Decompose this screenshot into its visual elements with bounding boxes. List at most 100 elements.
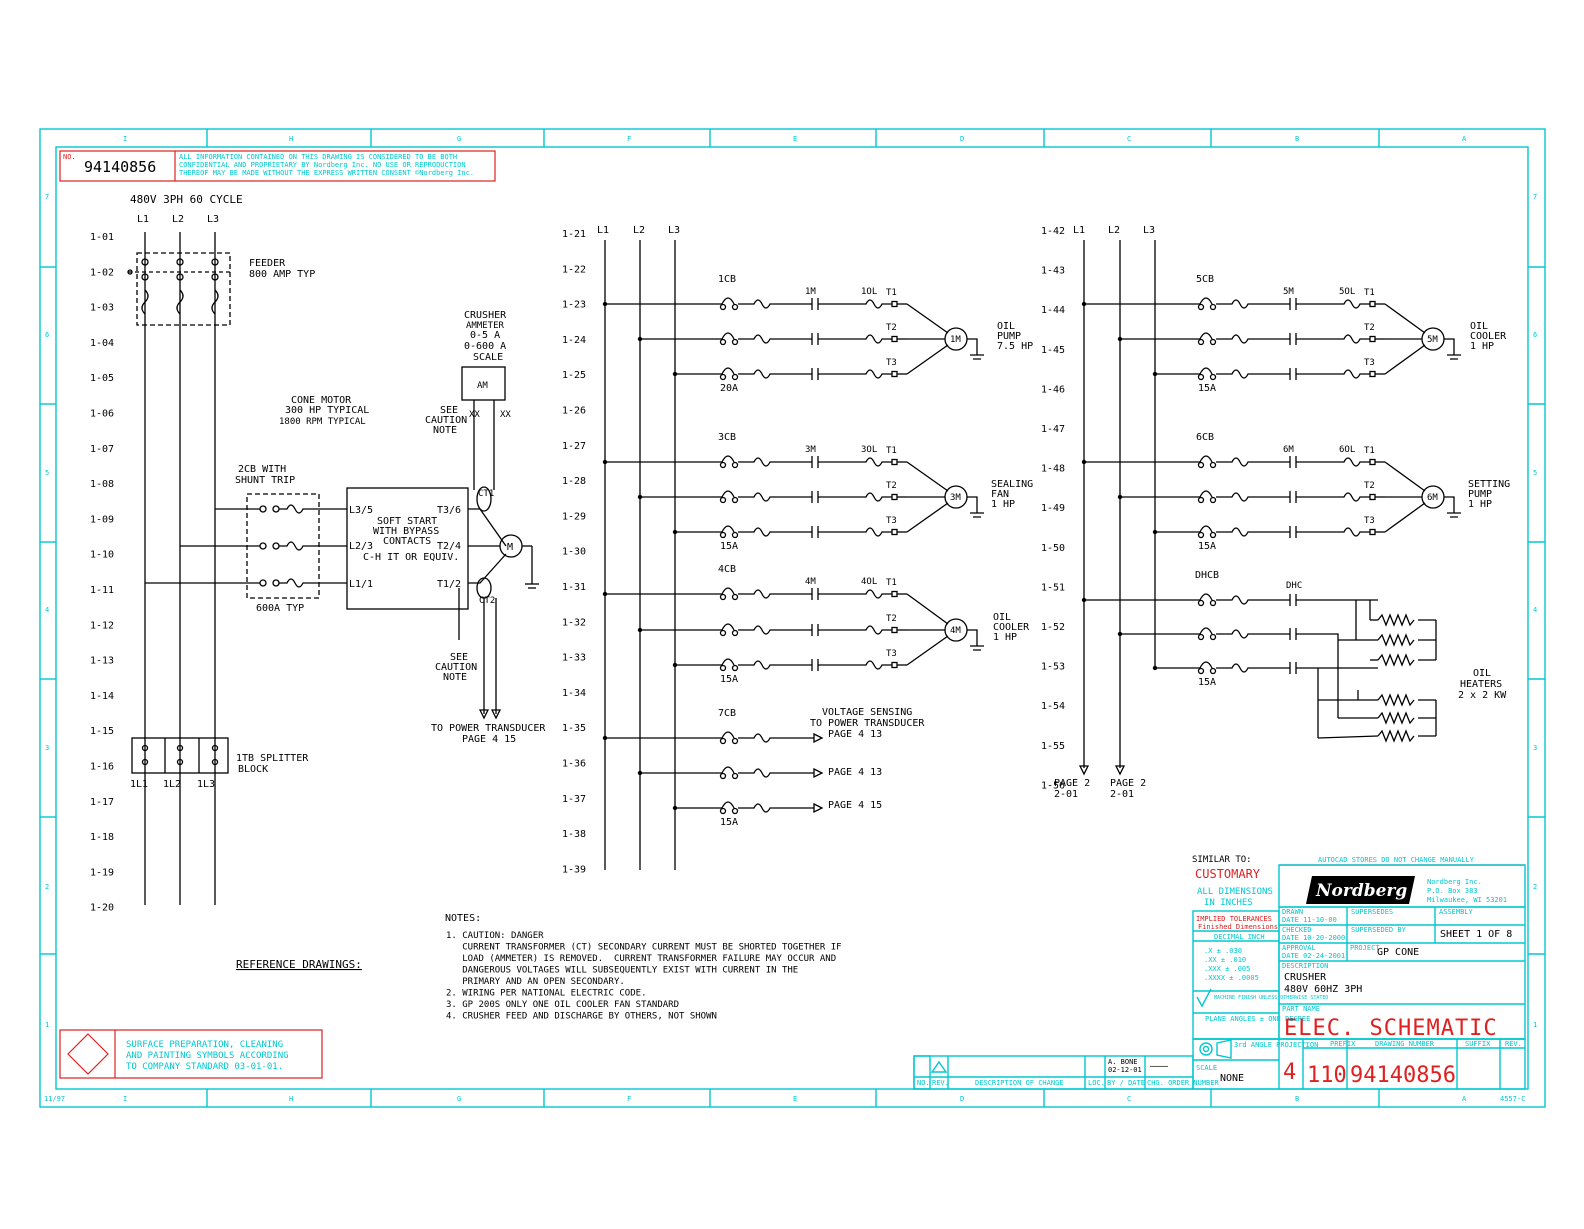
- ladder-1-43: 1-43: [1041, 266, 1065, 277]
- rev-h-rev: REV.: [932, 1079, 949, 1087]
- cb-label-7cb: 7CB: [718, 708, 736, 719]
- motor-lead: [906, 461, 949, 492]
- border-col-top-F: F: [627, 135, 631, 143]
- all-dimensions: ALL DIMENSIONS: [1197, 887, 1273, 897]
- voltage-sensing-2: TO POWER TRANSDUCER: [810, 718, 925, 729]
- notes-title: NOTES:: [445, 913, 481, 924]
- ss-term-l1: L1/1: [349, 579, 373, 590]
- ammeter-5: SCALE: [473, 352, 503, 363]
- breaker-contact: [1209, 303, 1217, 311]
- breaker-arc: [1199, 593, 1213, 601]
- note-line-2: LOAD (AMMETER) IS REMOVED. CURRENT TRANS…: [446, 954, 836, 964]
- fuse: [738, 492, 812, 502]
- overload: [1296, 299, 1370, 309]
- tb-splitter-2: BLOCK: [238, 764, 268, 775]
- terminal: [891, 590, 898, 598]
- breaker-contact: [1197, 461, 1205, 469]
- ladder-1-02: 1-02: [90, 267, 114, 278]
- drawing-number: 94140856: [1350, 1063, 1456, 1088]
- approval-date: DATE 02-24-2001: [1282, 952, 1345, 960]
- ladder-1-49: 1-49: [1041, 503, 1065, 514]
- terminal-label-T2: T2: [1364, 481, 1375, 491]
- ss-term-t1: T1/2: [437, 579, 461, 590]
- part-name-label: PART NAME: [1282, 1005, 1320, 1013]
- breaker-arc: [1199, 332, 1213, 340]
- note-line-1: CURRENT TRANSFORMER (CT) SECONDARY CURRE…: [446, 943, 842, 953]
- fuse: [738, 660, 812, 670]
- terminal-label-T1: T1: [886, 288, 897, 298]
- ladder-1-23: 1-23: [562, 300, 586, 311]
- mid-phase-l3: L3: [668, 225, 680, 236]
- ladder-1-08: 1-08: [90, 479, 114, 490]
- breaker-arc: [721, 490, 735, 498]
- ladder-1-31: 1-31: [562, 582, 586, 593]
- terminal-label-T2: T2: [886, 614, 897, 624]
- ladder-1-10: 1-10: [90, 550, 114, 561]
- drawn-date: DATE 11-10-00: [1282, 916, 1337, 924]
- breaker-contact: [1209, 599, 1217, 607]
- terminal-label-T2: T2: [1364, 323, 1375, 333]
- terminal: [891, 661, 898, 669]
- ladder-1-24: 1-24: [562, 335, 586, 346]
- fuse: [738, 733, 814, 743]
- ladder-1-16: 1-16: [90, 762, 114, 773]
- checked-date: DATE 10-20-2000: [1282, 934, 1345, 942]
- rev-dash: ———: [1150, 1061, 1169, 1072]
- breaker-contact: [731, 737, 739, 745]
- rev-h-no: NO.: [917, 1079, 930, 1087]
- proprietary-line-1: ALL INFORMATION CONTAINED ON THIS DRAWIN…: [179, 153, 457, 161]
- cb-rating-5CB: 15A: [1198, 383, 1216, 394]
- voltage-sensing-3: PAGE 4 13: [828, 729, 882, 740]
- motor-lead: [1384, 344, 1426, 375]
- ground: [967, 338, 984, 360]
- ladder-1-47: 1-47: [1041, 424, 1065, 435]
- ladder-1-56: 1-56: [1041, 780, 1065, 791]
- ladder-1-21: 1-21: [562, 229, 586, 240]
- contact-label-dhc: DHC: [1286, 581, 1302, 591]
- page-4-15: PAGE 4 15: [828, 800, 882, 811]
- breaker-arc: [1199, 661, 1213, 669]
- ladder-1-36: 1-36: [562, 759, 586, 770]
- motor-caption-setting-2: 1 HP: [1468, 499, 1492, 510]
- fuse: [1216, 492, 1290, 502]
- size: 4: [1283, 1060, 1296, 1085]
- col-prefix: PREFIX: [1330, 1040, 1356, 1048]
- motor-caption-setting-1: PUMP: [1468, 489, 1492, 500]
- motor-label-1M: 1M: [950, 335, 961, 345]
- overload: [818, 369, 892, 379]
- note-line-4: PRIMARY AND AN OPEN SECONDARY.: [446, 977, 625, 987]
- finished-dims: Finished Dimensions: [1198, 923, 1278, 931]
- ladder-1-17: 1-17: [90, 797, 114, 808]
- ct2-label: CT2: [479, 596, 495, 606]
- implied-tolerances: IMPLIED TOLERANCES: [1196, 915, 1272, 923]
- proprietary-line-2: CONFIDENTIAL AND PROPRIETARY BY Nordberg…: [179, 161, 466, 169]
- breaker-arc: [721, 587, 735, 595]
- machine-finish: MACHINE FINISH UNLESS OTHERWISE STATED: [1214, 995, 1328, 1001]
- breaker-contact: [719, 303, 727, 311]
- ladder-1-44: 1-44: [1041, 305, 1065, 316]
- note-line-6: 3. GP 200S ONLY ONE OIL COOLER FAN STAND…: [446, 1000, 679, 1010]
- breaker-arc: [721, 658, 735, 666]
- col-suffix: SUFFIX: [1465, 1040, 1491, 1048]
- overload: [1296, 492, 1370, 502]
- in-inches: IN INCHES: [1204, 898, 1253, 908]
- terminal: [891, 528, 898, 536]
- see-caution-b-3: NOTE: [443, 672, 467, 683]
- ladder-1-45: 1-45: [1041, 345, 1065, 356]
- overload: [818, 589, 892, 599]
- autocad-note: AUTOCAD STORES DO NOT CHANGE MANUALLY: [1318, 856, 1475, 864]
- terminal-label-T2: T2: [886, 323, 897, 333]
- breaker-contact: [731, 664, 739, 672]
- motor-caption-oilpump-1: PUMP: [997, 331, 1021, 342]
- breaker-contact: [1209, 373, 1217, 381]
- border-col-bottom-B: B: [1295, 1095, 1299, 1103]
- terminal: [891, 335, 898, 343]
- cone-hp: 300 HP TYPICAL: [285, 405, 369, 416]
- cb-label-3CB: 3CB: [718, 432, 736, 443]
- motor-lead: [1384, 303, 1426, 334]
- border-col-bottom-C: C: [1127, 1095, 1131, 1103]
- phase-l1: L1: [137, 214, 149, 225]
- ladder-numbers: 1-011-021-031-041-051-061-071-081-091-10…: [90, 226, 1065, 914]
- contact-label-3M: 3M: [805, 445, 816, 455]
- ol-label-6OL: 6OL: [1339, 445, 1355, 455]
